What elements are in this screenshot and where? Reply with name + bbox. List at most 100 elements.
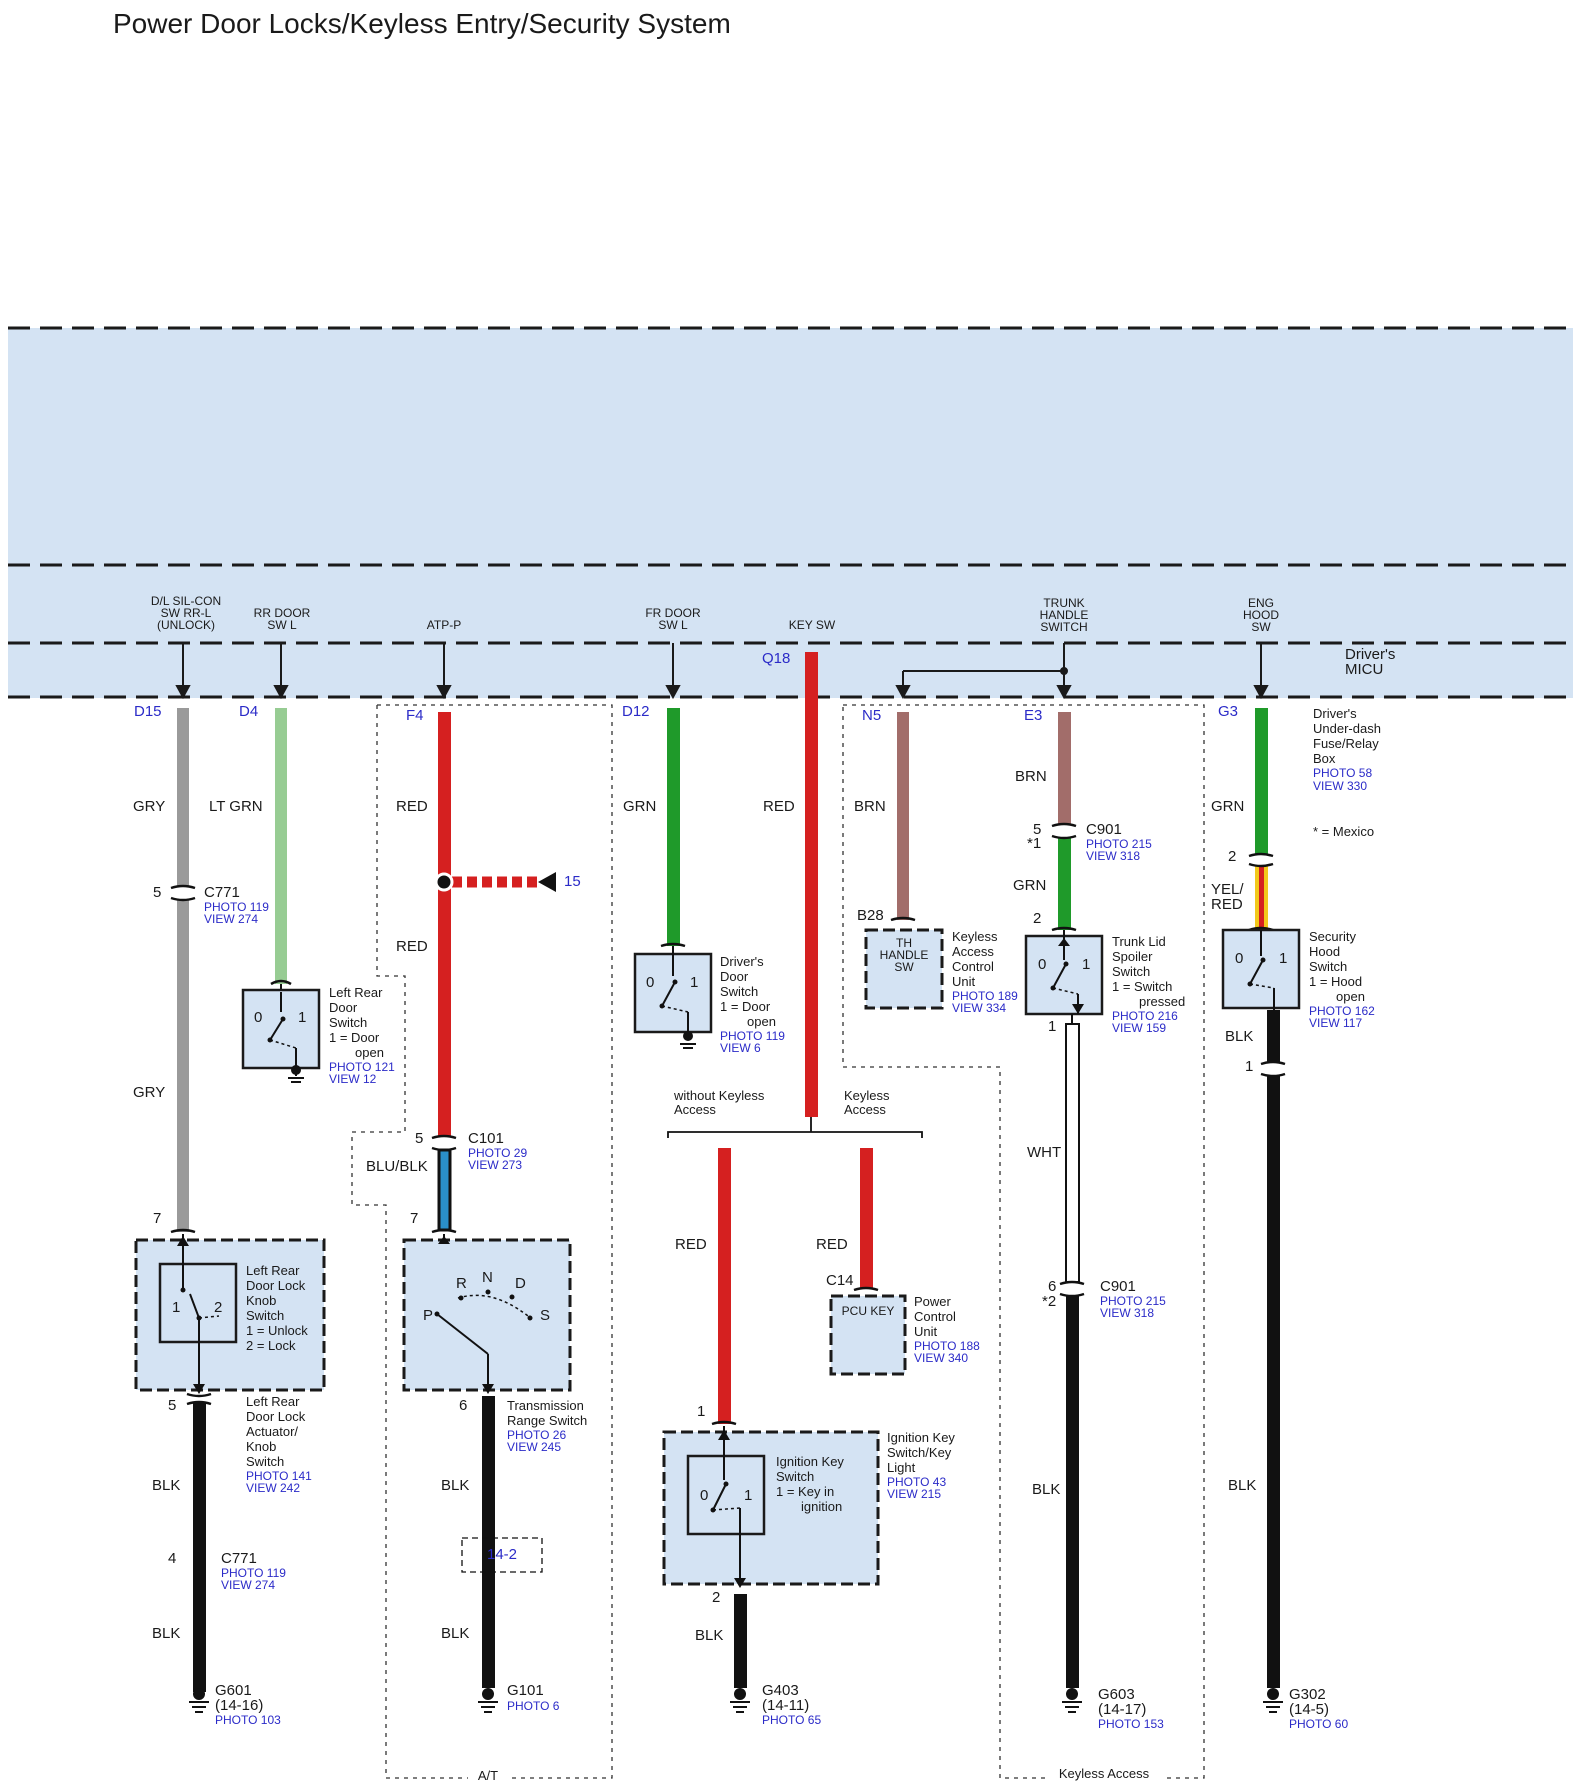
ground-symbols xyxy=(189,1688,1283,1713)
svg-text:1: 1 xyxy=(690,974,698,991)
ign-sw-line-2: 1 = Key in xyxy=(776,1484,834,1499)
ground-g601 xyxy=(189,1688,209,1713)
power-control-unit: PCU KEY C14 xyxy=(826,1272,907,1376)
wire-label-brn-2: BRN xyxy=(1015,768,1047,785)
signal-trunk-1: TRUNK xyxy=(1043,596,1084,610)
component-pin-numbers: 7 5 7 6 1 2 2 1 2 1 xyxy=(153,848,1253,1606)
tls-line-0: Trunk Lid xyxy=(1112,934,1166,949)
pin-num-6a: 6 xyxy=(459,1397,467,1414)
c771b-pin: 4 xyxy=(168,1550,176,1567)
dds-line-1: Door xyxy=(720,969,749,984)
svg-text:2: 2 xyxy=(214,1299,222,1316)
kcu-box-2: HANDLE xyxy=(880,948,929,962)
hood-line-3: 1 = Hood xyxy=(1309,974,1362,989)
pin-num-2a: 2 xyxy=(712,1589,720,1606)
pin-d15: D15 xyxy=(134,703,162,720)
tls-line-2: Switch xyxy=(1112,964,1150,979)
wire-label-blk-2: BLK xyxy=(152,1625,180,1642)
wire-blk-trunk xyxy=(1066,1296,1079,1688)
g302-ref: (14-5) xyxy=(1289,1701,1329,1718)
ign-sw-line-0: Ignition Key xyxy=(776,1454,844,1469)
c771b-photo: PHOTO 119 xyxy=(221,1566,286,1580)
wire-label-blk-3: BLK xyxy=(441,1477,469,1494)
at-group-outline xyxy=(351,704,613,1779)
g601-ref: (14-16) xyxy=(215,1697,263,1714)
wire-label-blk-1: BLK xyxy=(152,1477,180,1494)
lr-act-line-3: Knob xyxy=(246,1439,276,1454)
connector-caps xyxy=(170,822,1286,1406)
hood-view: VIEW 117 xyxy=(1309,1016,1362,1030)
lr-door-sw-line-2: Switch xyxy=(329,1015,367,1030)
wire-label-ltgrn: LT GRN xyxy=(209,798,263,815)
hood-line-1: Hood xyxy=(1309,944,1340,959)
wire-label-brn-1: BRN xyxy=(854,798,886,815)
signal-labels: D/L SIL-CON SW RR-L (UNLOCK) RR DOOR SW … xyxy=(151,594,1279,634)
c901a-view: VIEW 318 xyxy=(1086,849,1140,863)
fuse-box-line-2: Under-dash xyxy=(1313,721,1381,736)
lr-door-sw-view: VIEW 12 xyxy=(329,1072,377,1086)
wire-blk-hood-b xyxy=(1267,1076,1280,1688)
g601-name: G601 xyxy=(215,1682,252,1699)
wire-label-blk-6: BLK xyxy=(1032,1481,1060,1498)
wire-label-red-2: RED xyxy=(396,938,428,955)
svg-text:0: 0 xyxy=(700,1487,708,1504)
wire-red-without xyxy=(718,1148,731,1424)
signal-eng-hood-1: ENG xyxy=(1248,596,1274,610)
svg-text:0: 0 xyxy=(1038,956,1046,973)
svg-text:1: 1 xyxy=(744,1487,752,1504)
pcu-line-2: Unit xyxy=(914,1324,938,1339)
svg-text:S: S xyxy=(540,1307,550,1324)
pin-num-2c: 2 xyxy=(1228,848,1236,865)
dds-view: VIEW 6 xyxy=(720,1041,761,1055)
tls-line-3: 1 = Switch xyxy=(1112,979,1172,994)
wire-label-red-1: RED xyxy=(396,798,428,815)
lr-door-sw-line-1: Door xyxy=(329,1000,358,1015)
lr-door-sw-line-4: open xyxy=(355,1045,384,1060)
hood-photo: PHOTO 162 xyxy=(1309,1004,1375,1018)
c771a-pin: 5 xyxy=(153,884,161,901)
keyless-access-control-unit: TH HANDLE SW B28 xyxy=(857,907,944,1010)
pin-num-1b: 1 xyxy=(1048,1018,1056,1035)
branch-with-1: Keyless xyxy=(844,1088,890,1103)
kcu-box-3: SW xyxy=(894,960,914,974)
pin-d12: D12 xyxy=(622,703,650,720)
pcu-line-1: Control xyxy=(914,1309,956,1324)
wire-grn-hood xyxy=(1255,708,1268,854)
tls-view: VIEW 159 xyxy=(1112,1021,1166,1035)
ign-sw-line-1: Switch xyxy=(776,1469,814,1484)
c101-name: C101 xyxy=(468,1130,504,1147)
c771b-name: C771 xyxy=(221,1550,257,1567)
wire-blk-col1 xyxy=(193,1402,206,1692)
ignition-key-switch: 0 1 xyxy=(662,1420,880,1588)
wire-label-blk-4: BLK xyxy=(441,1625,469,1642)
kcu-line-0: Keyless xyxy=(952,929,998,944)
signal-dl-sil-2: SW RR-L xyxy=(161,606,212,620)
lr-door-sw-line-0: Left Rear xyxy=(329,985,383,1000)
splice-ref: 15 xyxy=(564,873,581,890)
svg-text:0: 0 xyxy=(646,974,654,991)
svg-text:1: 1 xyxy=(1082,956,1090,973)
lr-knob-line-5: 2 = Lock xyxy=(246,1338,296,1353)
c901b-name: C901 xyxy=(1100,1278,1136,1295)
g403-photo: PHOTO 65 xyxy=(762,1713,821,1727)
pin-num-7a: 7 xyxy=(153,1210,161,1227)
security-hood-switch-label: Security Hood Switch 1 = Hood open PHOTO… xyxy=(1309,929,1375,1030)
signal-key-sw: KEY SW xyxy=(789,618,836,632)
pcu-line-0: Power xyxy=(914,1294,952,1309)
ground-g403 xyxy=(730,1688,750,1713)
keyless-access-control-label: Keyless Access Control Unit PHOTO 189 VI… xyxy=(952,929,1018,1015)
transmission-range-label: Transmission Range Switch PHOTO 26 VIEW … xyxy=(507,1398,587,1454)
g603-ref: (14-17) xyxy=(1098,1701,1146,1718)
lr-act-line-4: Switch xyxy=(246,1454,284,1469)
c771b-view: VIEW 274 xyxy=(221,1578,275,1592)
kcu-line-3: Unit xyxy=(952,974,976,989)
wire-grn-col4 xyxy=(667,708,680,946)
trs-view: VIEW 245 xyxy=(507,1440,561,1454)
left-rear-door-switch: 0 1 xyxy=(241,979,321,1083)
signal-fr-door-2: SW L xyxy=(658,618,688,632)
diagram-title: Power Door Locks/Keyless Entry/Security … xyxy=(113,8,731,39)
kcu-box-1: TH xyxy=(896,936,912,950)
wire-label-blk-7: BLK xyxy=(1228,1477,1256,1494)
wire-label-gry-1: GRY xyxy=(133,798,165,815)
wire-gry-top xyxy=(177,708,189,886)
